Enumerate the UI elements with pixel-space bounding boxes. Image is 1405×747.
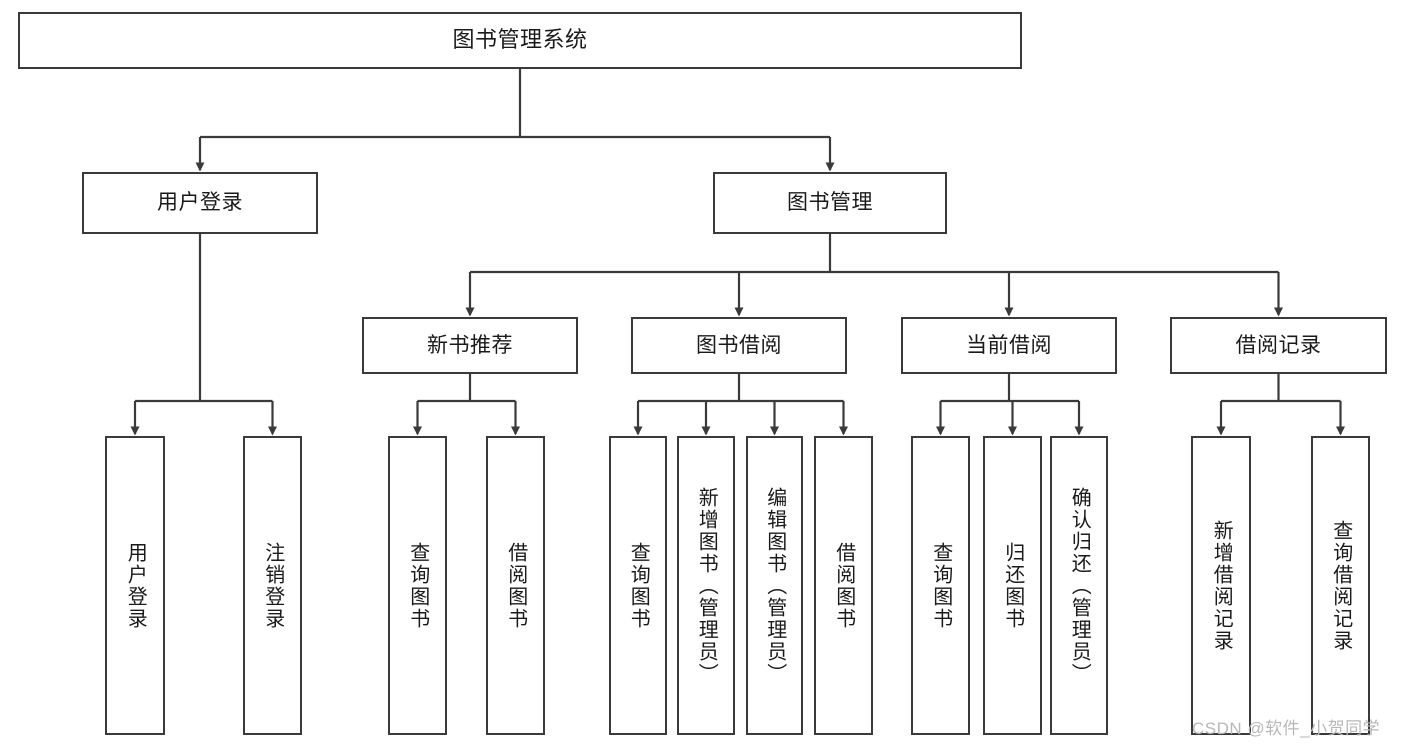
node-borrow-record[interactable]: 借阅记录 — [1170, 317, 1387, 374]
node-label: 图书借阅 — [696, 333, 782, 357]
node-label: 借阅图书 — [832, 541, 855, 630]
node-leaf-borrow-book-1[interactable]: 借阅图书 — [486, 436, 545, 735]
node-leaf-query-record[interactable]: 查询借阅记录 — [1311, 436, 1370, 735]
node-label: 用户登录 — [157, 191, 243, 215]
node-label: 归还图书 — [1001, 541, 1024, 630]
node-label: 查询图书 — [627, 541, 650, 630]
node-user-login[interactable]: 用户登录 — [82, 172, 318, 234]
node-label: 查询借阅记录 — [1329, 519, 1352, 652]
node-leaf-return-book[interactable]: 归还图书 — [983, 436, 1042, 735]
node-label: 查询图书 — [929, 541, 952, 630]
node-leaf-add-book[interactable]: 新增图书（管理员） — [677, 436, 735, 735]
node-label: 查询图书 — [406, 541, 429, 630]
connector-bus-new-book-recommend — [417, 374, 516, 403]
node-label: 确认归还（管理员） — [1068, 486, 1091, 685]
node-label: 新增借阅记录 — [1210, 519, 1233, 652]
node-new-book-recommend[interactable]: 新书推荐 — [362, 317, 578, 374]
node-label: 图书管理系统 — [452, 27, 588, 53]
csdn-watermark: CSDN @软件_小贺同学 — [1192, 719, 1381, 738]
connector-bus-borrow-record — [1221, 374, 1341, 403]
connector-bus-user-login — [135, 234, 273, 403]
connector-bus-book-manage — [470, 234, 1279, 274]
connector-bus-root — [200, 69, 830, 139]
node-leaf-confirm-return[interactable]: 确认归还（管理员） — [1050, 436, 1108, 735]
node-label: 用户登录 — [124, 541, 147, 630]
node-book-borrow[interactable]: 图书借阅 — [631, 317, 847, 374]
node-label: 当前借阅 — [966, 333, 1052, 357]
connector-bus-book-borrow — [638, 374, 844, 403]
connector-bus-current-borrow — [940, 374, 1079, 403]
node-label: 注销登录 — [261, 541, 284, 630]
node-root[interactable]: 图书管理系统 — [18, 12, 1022, 69]
node-current-borrow[interactable]: 当前借阅 — [901, 317, 1117, 374]
node-leaf-query-book-2[interactable]: 查询图书 — [609, 436, 667, 735]
node-book-manage[interactable]: 图书管理 — [713, 172, 947, 234]
node-label: 借阅图书 — [504, 541, 527, 630]
node-leaf-user-login[interactable]: 用户登录 — [105, 436, 165, 735]
node-label: 图书管理 — [787, 191, 873, 215]
node-leaf-borrow-book-2[interactable]: 借阅图书 — [814, 436, 873, 735]
node-leaf-add-record[interactable]: 新增借阅记录 — [1191, 436, 1251, 735]
node-leaf-query-book-3[interactable]: 查询图书 — [911, 436, 970, 735]
node-label: 新增图书（管理员） — [695, 486, 718, 685]
node-leaf-query-book-1[interactable]: 查询图书 — [388, 436, 447, 735]
node-label: 借阅记录 — [1235, 333, 1322, 357]
node-leaf-edit-book[interactable]: 编辑图书（管理员） — [746, 436, 803, 735]
node-leaf-logout[interactable]: 注销登录 — [243, 436, 302, 735]
node-label: 新书推荐 — [427, 333, 513, 357]
node-label: 编辑图书（管理员） — [763, 486, 786, 685]
